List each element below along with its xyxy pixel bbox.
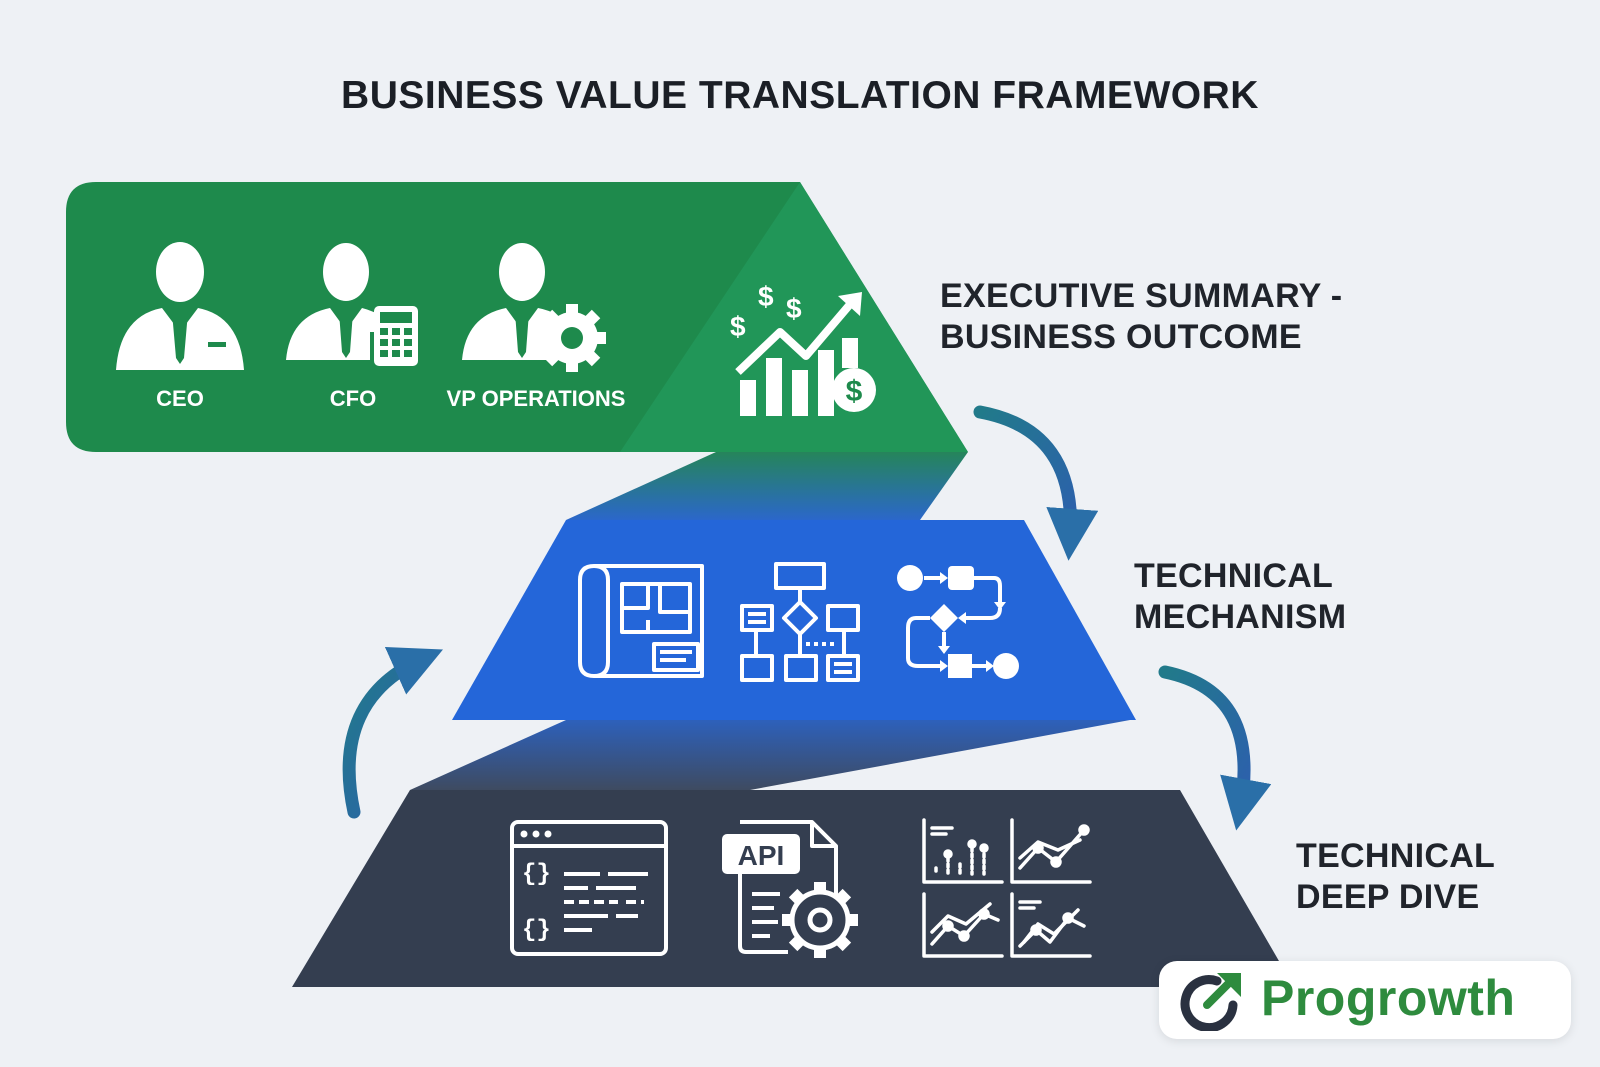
svg-text:$: $ xyxy=(846,375,863,408)
page-title: BUSINESS VALUE TRANSLATION FRAMEWORK xyxy=(341,74,1259,117)
executive-layer-highlight xyxy=(620,182,968,452)
role-label-ceo: CEO xyxy=(156,386,204,411)
progrowth-logo[interactable]: Progrowth xyxy=(1159,961,1571,1039)
logo-text: Progrowth xyxy=(1261,970,1516,1026)
vp-operations-person-gear-icon xyxy=(462,243,606,372)
svg-text:$: $ xyxy=(786,293,802,324)
svg-text:$: $ xyxy=(758,281,774,312)
flowchart-icon xyxy=(740,562,860,682)
arrow-down-to-mechanism xyxy=(973,405,1099,561)
ceo-person-icon xyxy=(116,242,244,370)
api-label: API xyxy=(738,840,785,871)
api-document-gear-icon: API xyxy=(722,820,858,958)
revenue-growth-chart-icon: $ $ $ $ xyxy=(730,281,876,416)
svg-text:{}: {} xyxy=(522,917,551,944)
analytics-charts-icon xyxy=(922,818,1092,958)
technical-deep-dive-label: TECHNICAL DEEP DIVE xyxy=(1296,837,1496,916)
connector-green-blue xyxy=(566,452,968,520)
role-label-cfo: CFO xyxy=(329,386,377,411)
blueprint-icon xyxy=(578,564,704,678)
executive-summary-label: EXECUTIVE SUMMARY - BUSINESS OUTCOME xyxy=(940,277,1343,356)
svg-text:{}: {} xyxy=(522,861,551,888)
growth-arrow-logo-icon xyxy=(1180,973,1241,1031)
svg-text:$: $ xyxy=(730,311,746,342)
process-flow-icon xyxy=(897,565,1019,679)
connector-blue-dark xyxy=(410,720,1130,790)
role-label-vp-operations: VP OPERATIONS xyxy=(446,386,626,411)
code-window-icon: {} {} xyxy=(510,820,668,956)
technical-mechanism-label: TECHNICAL MECHANISM xyxy=(1134,557,1347,636)
arrow-down-to-deep-dive xyxy=(1158,665,1272,831)
cfo-person-calculator-icon xyxy=(286,243,418,366)
arrow-up-to-mechanism xyxy=(342,647,443,819)
